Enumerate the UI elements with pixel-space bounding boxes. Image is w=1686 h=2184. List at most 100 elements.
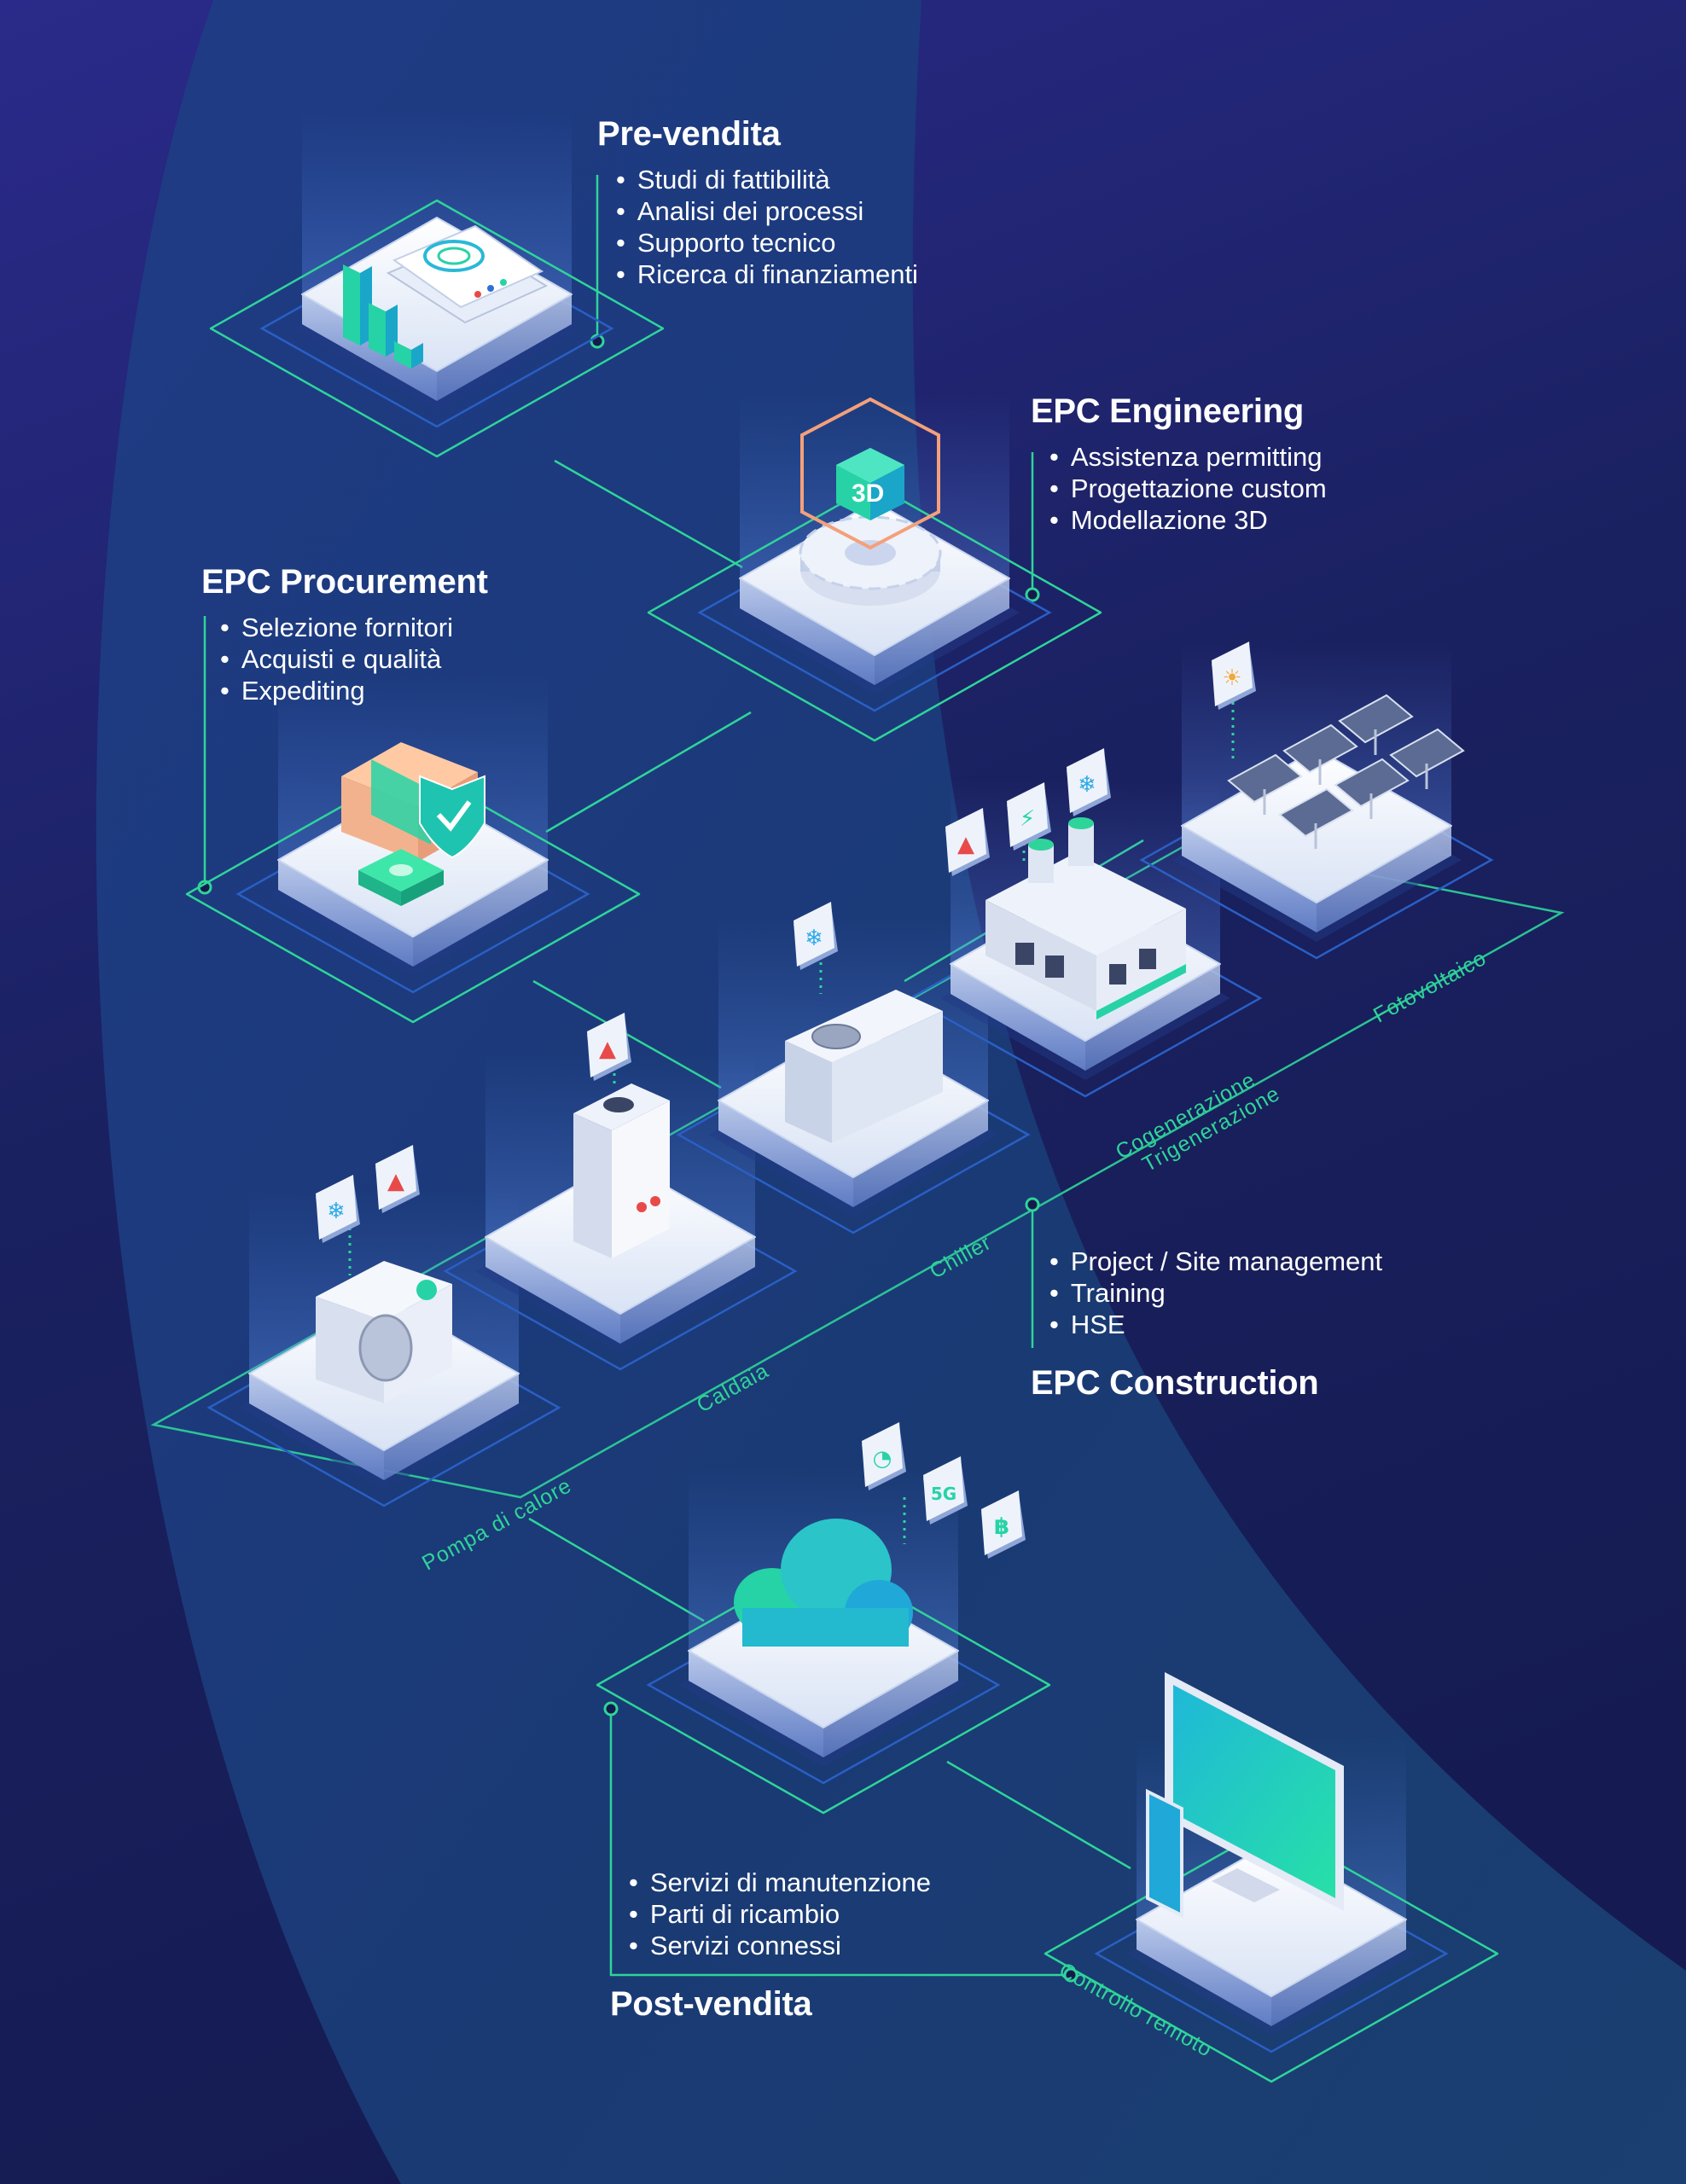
list-item: Ricerca di finanziamenti (616, 258, 918, 290)
section-list: Selezione fornitori Acquisti e qualità E… (220, 612, 488, 706)
section-title: Post-vendita (610, 1985, 812, 2023)
monitor-icon (1165, 1672, 1344, 1911)
platform-side (1317, 826, 1451, 932)
documents-icon (386, 224, 549, 324)
list-item: Servizi connessi (629, 1930, 931, 1961)
solar-panel (1334, 758, 1410, 808)
heat-pump-icon (316, 1261, 452, 1403)
lightning-icon: ⚡ (1007, 782, 1051, 851)
platform-outline (596, 1555, 1051, 1815)
platform-outline (647, 483, 1102, 742)
wifi-icon: ◔ (862, 1422, 906, 1490)
platform-outline (185, 764, 641, 1024)
callout-dots (197, 334, 1078, 1983)
section-list: Project / Site management Training HSE (1049, 1246, 1382, 1340)
3d-cube-icon: 3D (800, 397, 940, 550)
tablet-icon (1146, 1788, 1183, 1919)
tile-glyph: ❄ (327, 1199, 346, 1224)
platform-side (853, 1101, 988, 1207)
list-item: Selezione fornitori (220, 612, 488, 643)
section-engineering: EPC Engineering Assistenza permitting Pr… (1031, 392, 1327, 536)
svg-text:3D: 3D (852, 479, 884, 508)
solar-panel (1282, 723, 1358, 774)
platform-side (413, 860, 548, 967)
platform-side (620, 1237, 755, 1344)
section-title: EPC Procurement (201, 563, 488, 601)
list-item: Progettazione custom (1049, 473, 1327, 504)
tile-face (794, 902, 834, 967)
platform-outline (1044, 1824, 1499, 2083)
list-item: Project / Site management (1049, 1246, 1382, 1277)
platform-outline (209, 199, 665, 458)
list-item: Supporto tecnico (616, 227, 918, 258)
tile-glyph: ❄ (805, 926, 823, 951)
section-construction: Project / Site management Training HSE E… (1031, 1246, 1382, 1403)
tile-glyph: ฿ (994, 1514, 1009, 1540)
section-title: Pre-vendita (597, 115, 781, 153)
icon-tiles: ❄ ▲ ▲ ❄ ▲ ⚡ ❄ ☀ ◔ 5G ฿ (316, 642, 1256, 1559)
platform-side (384, 1374, 519, 1480)
platform-side (1271, 1920, 1406, 2026)
section-title: EPC Engineering (1031, 392, 1304, 430)
shield-check-icon (419, 775, 485, 859)
section-postvendita: Servizi di manutenzione Parti di ricambi… (610, 1867, 931, 2024)
tile-glyph: ▲ (957, 832, 974, 857)
section-list: Assistenza permitting Progettazione cust… (1049, 441, 1327, 536)
platform-side (1085, 964, 1220, 1071)
list-item: Parti di ricambio (629, 1898, 931, 1930)
platform-side (740, 578, 875, 685)
platform-side (278, 860, 413, 967)
solar-panel (1278, 787, 1354, 838)
list-item: Acquisti e qualità (220, 643, 488, 675)
bluetooth-icon: ฿ (981, 1490, 1026, 1559)
section-list: Servizi di manutenzione Parti di ricambi… (629, 1867, 931, 1961)
tile-glyph: ⚡ (1020, 806, 1035, 832)
bar-chart-icon (343, 264, 423, 369)
platform-side (1182, 826, 1317, 932)
tile-face (923, 1456, 964, 1521)
flame-icon: ▲ (375, 1145, 420, 1213)
sun-icon: ☀ (1212, 642, 1256, 710)
platform-side (718, 1101, 853, 1207)
flame-icon: ▲ (587, 1013, 631, 1081)
snowflake-icon: ❄ (316, 1175, 360, 1243)
tile-face (587, 1013, 628, 1077)
section-procurement: EPC Procurement Selezione fornitori Acqu… (201, 563, 488, 706)
cash-icon (358, 849, 444, 906)
section-prevendita: Pre-vendita Studi di fattibilità Analisi… (597, 115, 918, 290)
solar-panel (1338, 694, 1414, 744)
tile-glyph: ▲ (387, 1169, 404, 1194)
snowflake-icon: ❄ (1067, 748, 1111, 816)
tile-face (862, 1422, 903, 1487)
chiller-icon (785, 990, 943, 1143)
solar-panel (1227, 753, 1303, 804)
flame-icon: ▲ (945, 808, 990, 876)
tile-glyph: ▲ (599, 1037, 616, 1062)
platform-side (485, 1237, 620, 1344)
platform-side (823, 1651, 958, 1757)
platform-side (951, 964, 1085, 1071)
5g-icon: 5G (923, 1456, 968, 1525)
tile-face (981, 1490, 1022, 1555)
solar-panel-icon (1227, 694, 1465, 849)
list-item: Assistenza permitting (1049, 441, 1327, 473)
factory-icon (985, 817, 1186, 1019)
platform-side (875, 578, 1009, 685)
tile-face (1212, 642, 1253, 706)
list-item: HSE (1049, 1309, 1382, 1340)
tile-face (375, 1145, 416, 1210)
tile-face (1007, 782, 1048, 847)
platform-side (689, 1651, 823, 1757)
gear-icon (799, 515, 942, 606)
tile-face (945, 808, 986, 873)
platform-side (249, 1374, 384, 1480)
list-item: Servizi di manutenzione (629, 1867, 931, 1898)
tile-glyph: ☀ (1222, 665, 1241, 691)
tile-glyph: 5G (931, 1484, 956, 1504)
section-title: EPC Construction (1031, 1364, 1319, 1402)
list-item: Analisi dei processi (616, 195, 918, 227)
boiler-icon (573, 1083, 670, 1258)
tile-glyph: ❄ (1078, 772, 1096, 798)
